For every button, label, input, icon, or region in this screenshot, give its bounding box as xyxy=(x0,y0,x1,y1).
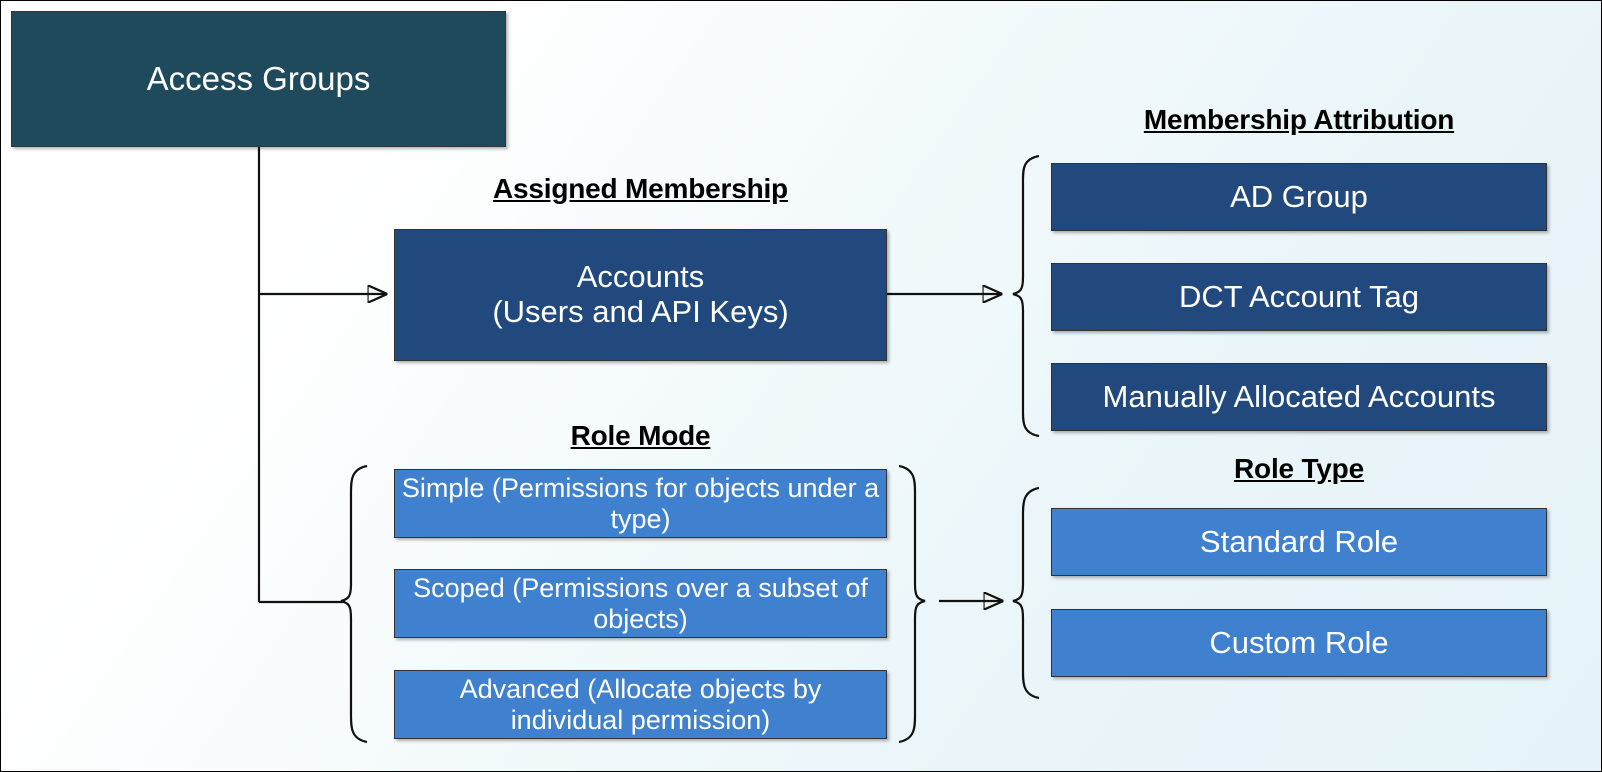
accounts-label: Accounts (Users and API Keys) xyxy=(492,259,789,329)
access-groups-label: Access Groups xyxy=(146,59,371,97)
role-mode-simple-box[interactable]: Simple (Permissions for objects under a … xyxy=(394,469,887,538)
manually-allocated-accounts-box[interactable]: Manually Allocated Accounts xyxy=(1051,363,1547,431)
standard-role-label: Standard Role xyxy=(1199,523,1399,559)
custom-role-box[interactable]: Custom Role xyxy=(1051,609,1547,677)
accounts-box[interactable]: Accounts (Users and API Keys) xyxy=(394,229,887,361)
membership-attribution-brace xyxy=(1012,154,1040,438)
role-type-brace xyxy=(1012,486,1040,700)
role-mode-title: Role Mode xyxy=(570,420,711,451)
assigned-membership-title: Assigned Membership xyxy=(493,173,788,204)
access-groups-box[interactable]: Access Groups xyxy=(11,11,506,147)
ad-group-label: AD Group xyxy=(1230,178,1368,214)
role-mode-scoped-box[interactable]: Scoped (Permissions over a subset of obj… xyxy=(394,569,887,638)
membership-attribution-title: Membership Attribution xyxy=(1143,104,1455,135)
custom-role-label: Custom Role xyxy=(1209,624,1389,660)
ad-group-box[interactable]: AD Group xyxy=(1051,163,1547,231)
role-mode-simple-label: Simple (Permissions for objects under a … xyxy=(401,473,880,534)
role-mode-scoped-label: Scoped (Permissions over a subset of obj… xyxy=(413,573,868,634)
role-mode-advanced-box[interactable]: Advanced (Allocate objects by individual… xyxy=(394,670,887,739)
manually-allocated-accounts-label: Manually Allocated Accounts xyxy=(1102,378,1496,414)
role-type-title: Role Type xyxy=(1234,453,1364,484)
role-mode-advanced-label: Advanced (Allocate objects by individual… xyxy=(459,674,822,735)
role-mode-left-brace xyxy=(340,464,368,744)
standard-role-box[interactable]: Standard Role xyxy=(1051,508,1547,576)
role-mode-right-brace xyxy=(898,464,926,744)
dct-account-tag-label: DCT Account Tag xyxy=(1178,278,1420,314)
dct-account-tag-box[interactable]: DCT Account Tag xyxy=(1051,263,1547,331)
